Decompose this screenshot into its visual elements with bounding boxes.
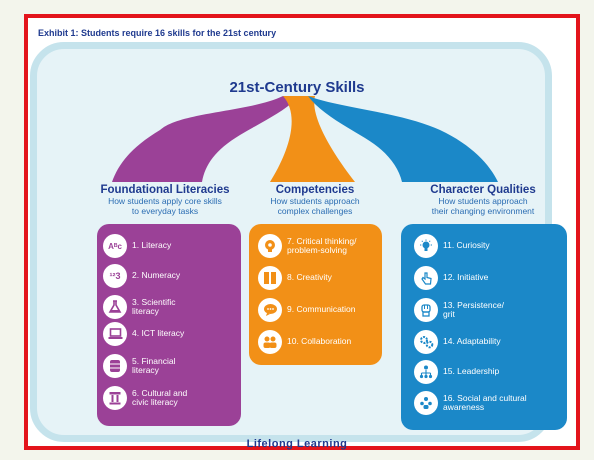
skill-label-cont: literacy — [132, 365, 159, 375]
main-title: 21st-Century Skills — [229, 79, 365, 96]
skill-label-cont: grit — [443, 309, 455, 319]
skill-label-cont: awareness — [443, 402, 485, 412]
skill-item-communication: 9. Communication — [258, 298, 356, 322]
skill-label: 12. Initiative — [443, 272, 489, 283]
skill-label: 6. Cultural and — [132, 387, 188, 398]
foundational-branch — [112, 96, 295, 182]
competencies-branch — [270, 96, 355, 182]
skill-label: 9. Communication — [287, 304, 356, 315]
foundational-subtitle-2: to everyday tasks — [131, 206, 199, 216]
skill-label: 10. Collaboration — [287, 336, 352, 347]
skill-item-literacy: Aᴮc 1. Literacy — [103, 234, 171, 258]
skill-item-leadership: 15. Leadership — [414, 360, 499, 384]
foundational-title: Foundational Literacies — [100, 184, 230, 196]
skill-item-ict-literacy: 4. ICT literacy — [103, 322, 184, 346]
skill-label: 2. Numeracy — [132, 270, 181, 281]
exhibit-title: Exhibit 1: Students require 16 skills fo… — [38, 28, 277, 38]
coins-icon — [103, 354, 127, 378]
character-branch — [308, 96, 498, 182]
skill-label: 3. Scientific — [132, 296, 176, 307]
foundational-subtitle-1: How students apply core skills — [108, 196, 222, 206]
gears-icon — [414, 330, 438, 354]
skill-item-collaboration: 10. Collaboration — [258, 330, 351, 354]
competencies-subtitle-1: How students approach — [270, 196, 360, 206]
competencies-header: Competencies How students approach compl… — [245, 184, 385, 216]
competencies-title: Competencies — [275, 184, 355, 196]
skill-item-persistence: 13. Persistence/ grit — [414, 298, 504, 322]
skill-label-cont: literacy — [132, 306, 159, 316]
abcde-icon: Aᴮc — [103, 234, 127, 258]
character-header: Character Qualities How students approac… — [398, 184, 568, 216]
skill-item-cultural-civic-literacy: 6. Cultural and civic literacy — [103, 386, 187, 410]
skill-label-cont: civic literacy — [132, 397, 178, 407]
competencies-subtitle-2: complex challenges — [277, 206, 353, 216]
character-title: Character Qualities — [430, 184, 536, 196]
character-subtitle-1: How students approach — [438, 196, 528, 206]
skill-label: 5. Financial — [132, 355, 176, 366]
skill-item-scientific-literacy: 3. Scientific literacy — [103, 295, 175, 319]
brain-gear-icon — [258, 234, 282, 258]
skill-label: 1. Literacy — [132, 240, 172, 251]
skill-label: 16. Social and cultural — [443, 392, 527, 403]
numbers-icon: ¹²3 — [103, 264, 127, 288]
column-icon — [103, 386, 127, 410]
palette-icon — [258, 266, 282, 290]
flask-icon — [103, 295, 127, 319]
lifelong-learning-label: Lifelong Learning — [246, 438, 348, 450]
skill-label: 4. ICT literacy — [132, 328, 185, 339]
speech-bubble-icon — [258, 298, 282, 322]
skill-label: 13. Persistence/ — [443, 299, 504, 310]
skill-label: 15. Leadership — [443, 366, 500, 377]
skill-label: 7. Critical thinking/ — [287, 235, 357, 246]
skill-label-cont: problem-solving — [287, 245, 347, 255]
fist-icon — [414, 298, 438, 322]
group-icon — [414, 391, 438, 415]
skill-label: 11. Curiosity — [443, 240, 490, 251]
character-subtitle-2: their changing environment — [431, 206, 535, 216]
skill-item-social-cultural-awareness: 16. Social and cultural awareness — [414, 391, 527, 415]
skill-item-numeracy: ¹²3 2. Numeracy — [103, 264, 180, 288]
skill-item-initiative: 12. Initiative — [414, 266, 488, 290]
skill-label: 14. Adaptability — [443, 336, 501, 347]
people-icon — [258, 330, 282, 354]
skill-item-adaptability: 14. Adaptability — [414, 330, 501, 354]
skill-item-creativity: 8. Creativity — [258, 266, 332, 290]
skill-item-critical-thinking: 7. Critical thinking/ problem-solving — [258, 234, 356, 258]
skill-item-financial-literacy: 5. Financial literacy — [103, 354, 175, 378]
skill-label: 8. Creativity — [287, 272, 332, 283]
lightbulb-icon — [414, 234, 438, 258]
foundational-header: Foundational Literacies How students app… — [80, 184, 250, 216]
skill-item-curiosity: 11. Curiosity — [414, 234, 490, 258]
org-chart-icon — [414, 360, 438, 384]
hand-pointer-icon — [414, 266, 438, 290]
laptop-icon — [103, 322, 127, 346]
